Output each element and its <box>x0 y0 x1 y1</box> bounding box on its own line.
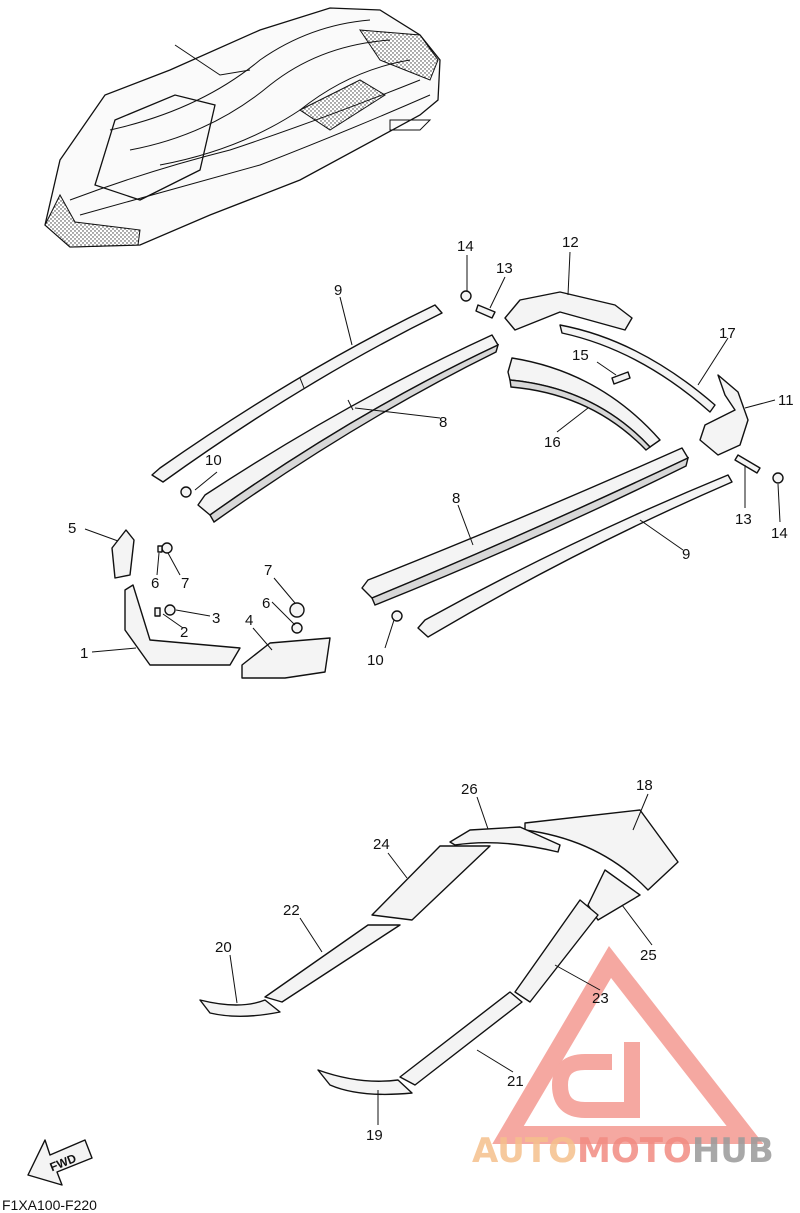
bumper-12 <box>504 291 633 331</box>
callout-8a: 8 <box>439 414 447 431</box>
decal-18 <box>524 809 679 891</box>
rail-8-right <box>361 447 690 606</box>
callout-10b: 10 <box>367 652 384 669</box>
leader-lines <box>84 251 781 1125</box>
decal-21 <box>399 991 523 1086</box>
callout-24: 24 <box>373 836 390 853</box>
svg-text:AUTOMOTOHUB: AUTOMOTOHUB <box>472 1131 774 1171</box>
logo-moto: MOTO <box>577 1131 692 1171</box>
callout-2: 2 <box>180 624 188 641</box>
callout-14b: 14 <box>771 525 788 542</box>
callout-6a: 6 <box>151 575 159 592</box>
fwd-arrow-icon: FWD <box>27 1139 93 1186</box>
bracket-11 <box>699 374 749 456</box>
rail-16 <box>507 357 661 451</box>
rail-9-right <box>417 474 733 638</box>
molding-17 <box>559 324 716 413</box>
callout-12: 12 <box>562 234 579 251</box>
callout-26: 26 <box>461 781 478 798</box>
callout-6b: 6 <box>262 595 270 612</box>
callout-22: 22 <box>283 902 300 919</box>
fasteners <box>180 290 784 622</box>
callout-4: 4 <box>245 612 253 629</box>
watermark-logo-text: AUTOMOTOHUB <box>472 1131 774 1171</box>
diagram-code: F1XA100-F220 <box>2 1197 97 1213</box>
front-bumper-group <box>111 529 331 679</box>
decal-24 <box>371 845 491 921</box>
callout-7b: 7 <box>264 562 272 579</box>
decal-26 <box>449 826 561 853</box>
callout-3: 3 <box>212 610 220 627</box>
callout-23: 23 <box>592 990 609 1007</box>
callout-labels: 9 8 10 14 13 12 15 17 11 16 13 14 8 9 10… <box>68 234 794 1144</box>
callout-1: 1 <box>80 645 88 662</box>
callout-21: 21 <box>507 1073 524 1090</box>
callout-13b: 13 <box>735 511 752 528</box>
callout-20: 20 <box>215 939 232 956</box>
watercraft-overview <box>44 7 441 248</box>
callout-15: 15 <box>572 347 589 364</box>
callout-13a: 13 <box>496 260 513 277</box>
callout-16: 16 <box>544 434 561 451</box>
callout-9a: 9 <box>334 282 342 299</box>
callout-5: 5 <box>68 520 76 537</box>
callout-18: 18 <box>636 777 653 794</box>
rail-9-left <box>151 304 443 483</box>
callout-8b: 8 <box>452 490 460 507</box>
decal-20 <box>199 999 281 1017</box>
callout-19: 19 <box>366 1127 383 1144</box>
logo-hub: HUB <box>692 1131 774 1171</box>
decal-19 <box>317 1069 413 1096</box>
callout-9b: 9 <box>682 546 690 563</box>
callout-25: 25 <box>640 947 657 964</box>
decal-22 <box>264 924 401 1003</box>
callout-14a: 14 <box>457 238 474 255</box>
callout-17: 17 <box>719 325 736 342</box>
watermark-logo-triangle <box>492 946 764 1144</box>
callout-11: 11 <box>778 392 794 409</box>
rail-8-left <box>197 334 500 524</box>
callout-7a: 7 <box>181 575 189 592</box>
logo-auto: AUTO <box>472 1131 577 1171</box>
callout-10a: 10 <box>205 452 222 469</box>
decal-23 <box>514 899 599 1003</box>
